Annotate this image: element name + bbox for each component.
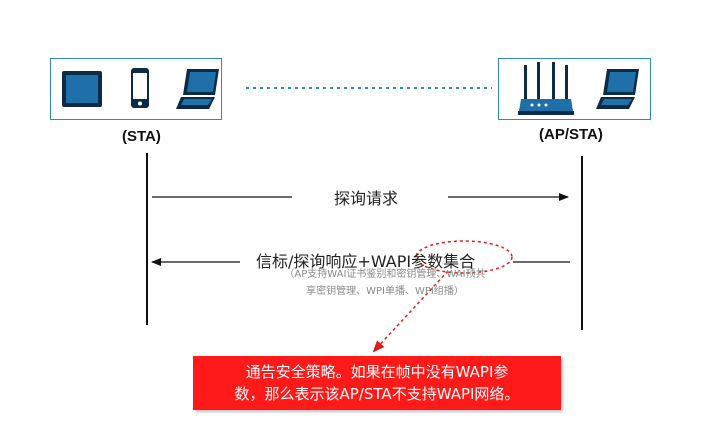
wapi-highlight-ellipse bbox=[415, 240, 513, 274]
ap-lifeline bbox=[581, 156, 583, 330]
wapi-param-note: （AP支持WAI证书鉴别和密钥管理、WAI预共 享密钥管理、WPI单播、WPI组… bbox=[260, 266, 510, 300]
beacon-response-prefix: 信标/探询响应+ bbox=[256, 252, 371, 271]
sta-device-group bbox=[50, 58, 222, 120]
note-line-2: 享密钥管理、WPI单播、WPI组播） bbox=[306, 286, 464, 297]
callout-line-2: 数，那么表示该AP/STA不支持WAPI网络。 bbox=[234, 385, 520, 403]
probe-request-label: 探询请求 bbox=[334, 189, 399, 208]
beacon-response-label: 信标/探询响应+WAPI参数集合 bbox=[256, 248, 475, 272]
tablet-icon bbox=[62, 71, 102, 107]
note-line-1: （AP支持WAI证书鉴别和密钥管理、WAI预共 bbox=[284, 269, 486, 280]
router-icon bbox=[518, 62, 574, 115]
ap-sta-label: (AP/STA) bbox=[539, 126, 603, 143]
wapi-param-set-label: WAPI参数集合 bbox=[370, 252, 476, 271]
phone-icon bbox=[131, 68, 149, 108]
laptop-icon bbox=[596, 69, 639, 109]
laptop-icon bbox=[176, 69, 219, 109]
security-policy-callout: 通告安全策略。如果在帧中没有WAPI参 数，那么表示该AP/STA不支持WAPI… bbox=[193, 356, 561, 410]
sta-lifeline bbox=[146, 153, 148, 325]
sta-label: (STA) bbox=[122, 128, 161, 145]
callout-pointer-arrow bbox=[372, 270, 449, 353]
ap-device-group bbox=[498, 58, 651, 120]
callout-line-1: 通告安全策略。如果在帧中没有WAPI参 bbox=[245, 363, 509, 381]
